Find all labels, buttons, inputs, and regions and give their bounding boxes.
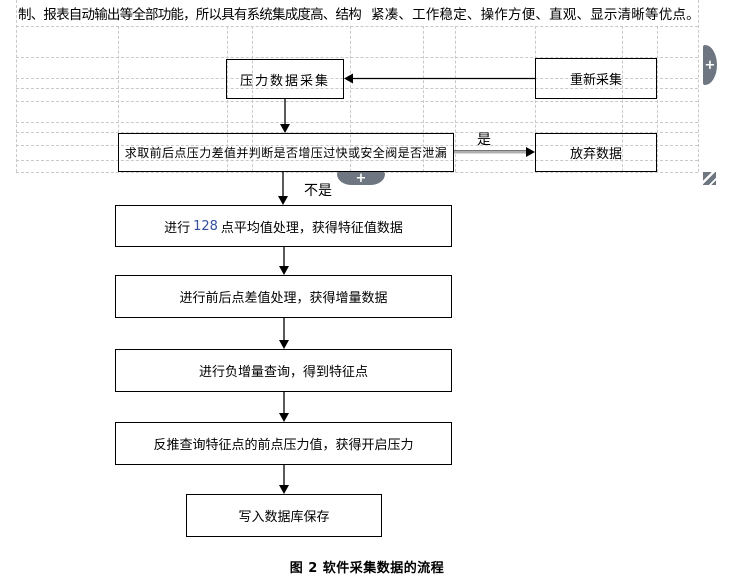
flow-node-label-prefix: 进行 <box>164 220 191 236</box>
plus-icon: + <box>704 57 716 73</box>
flow-node-label: 放弃数据 <box>569 147 622 162</box>
flow-node-label: 进行前后点差值处理，获得增量数据 <box>179 291 388 306</box>
flow-node-label: 重新采集 <box>569 73 622 88</box>
flow-node-pressure-data-collect[interactable]: 压力数据采集 <box>226 59 344 99</box>
flow-node-label: 进行负增量查询，得到特征点 <box>198 365 368 380</box>
insert-row-handle[interactable]: + <box>337 172 385 185</box>
flow-node-discard-data[interactable]: 放弃数据 <box>535 133 657 172</box>
paragraph-right-column: 紧凑、工作稳定、操作方便、直观、显示清晰等优点。 <box>371 7 700 23</box>
flow-node-label: 反推查询特征点的前点压力值，获得开启压力 <box>153 438 414 453</box>
flow-node-backtrace-opening-pressure[interactable]: 反推查询特征点的前点压力值，获得开启压力 <box>115 422 452 465</box>
flow-node-judge-pressure-diff[interactable]: 求取前后点压力差值并判断是否增压过快或安全阀是否泄漏 <box>118 133 454 172</box>
flow-node-point-difference[interactable]: 进行前后点差值处理，获得增量数据 <box>115 275 452 318</box>
edge-label-yes: 是 <box>477 132 491 148</box>
flow-node-label-suffix: 点平均值处理，获得特征值数据 <box>220 220 403 236</box>
edge-label-no: 不是 <box>304 183 332 199</box>
figure-caption: 图 2 软件采集数据的流程 <box>289 561 445 576</box>
flow-node-negative-increment-query[interactable]: 进行负增量查询，得到特征点 <box>115 349 452 392</box>
flow-node-label: 写入数据库保存 <box>238 510 330 525</box>
paragraph-left-column: 制、报表自动输出等全部功能，所以具有系统集成度高、结构 <box>18 7 362 23</box>
flow-node-save-to-database[interactable]: 写入数据库保存 <box>186 494 382 537</box>
table-resize-handle-icon[interactable] <box>703 172 716 185</box>
flow-node-label: 求取前后点压力差值并判断是否增压过快或安全阀是否泄漏 <box>124 146 448 160</box>
flow-node-label-number: 128 <box>193 218 218 234</box>
insert-column-handle[interactable]: + <box>703 45 717 85</box>
plus-icon: + <box>355 171 367 186</box>
flow-node-recollect[interactable]: 重新采集 <box>535 58 657 99</box>
flow-node-label: 压力数据采集 <box>239 73 330 89</box>
